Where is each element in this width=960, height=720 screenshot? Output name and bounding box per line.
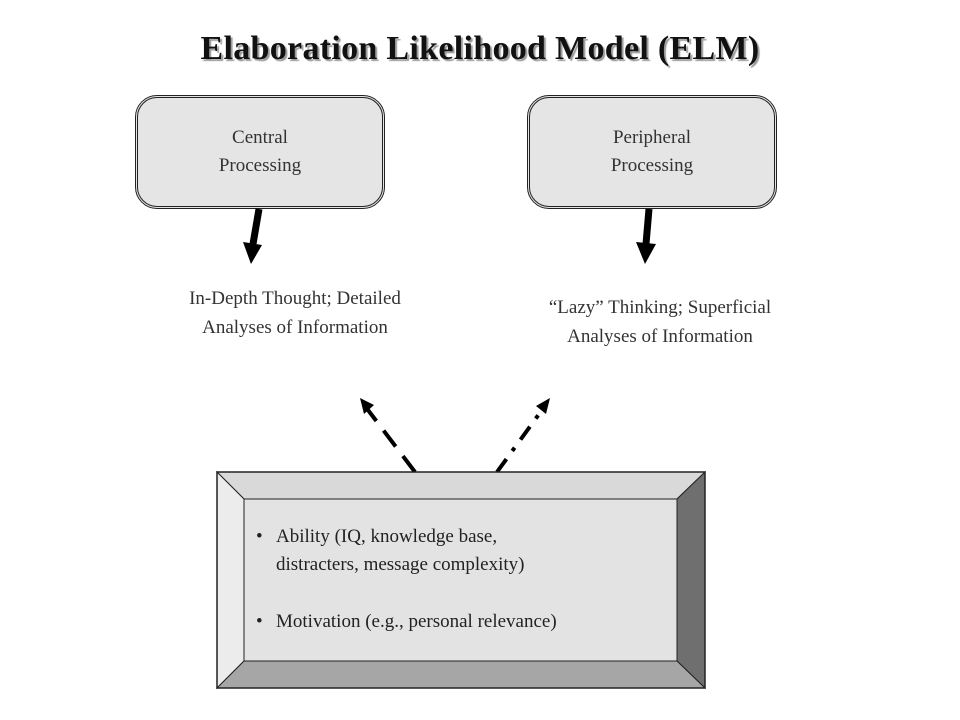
ability-line2: distracters, message complexity)	[276, 554, 525, 575]
peripheral-processing-line2: Processing	[610, 155, 694, 176]
factors-panel: • Ability (IQ, knowledge base, distracte…	[244, 499, 676, 661]
central-result-line2: Analyses of Information	[202, 317, 388, 338]
central-arrow	[243, 208, 263, 264]
motivation-bullet: •	[256, 611, 263, 632]
peripheral-result-line2: Analyses of Information	[567, 326, 753, 347]
central-processing-line1: Central	[232, 127, 288, 148]
factors-frame	[215, 470, 707, 690]
peripheral-processing-box: Peripheral Processing	[527, 95, 777, 209]
peripheral-processing-line1: Peripheral	[612, 127, 692, 148]
ability-line1: Ability (IQ, knowledge base,	[276, 526, 498, 547]
peripheral-arrow	[636, 208, 656, 264]
central-result-line1: In-Depth Thought; Detailed	[189, 288, 401, 309]
peripheral-result-text: “Lazy” Thinking; Superficial Analyses of…	[500, 293, 820, 351]
dashed-arrow-to-central	[360, 398, 417, 474]
ability-bullet: •	[256, 526, 263, 547]
motivation-line: Motivation (e.g., personal relevance)	[276, 611, 557, 632]
central-processing-box: Central Processing	[135, 95, 385, 209]
central-result-text: In-Depth Thought; Detailed Analyses of I…	[140, 284, 450, 342]
dashed-arrow-to-peripheral	[495, 398, 550, 474]
central-processing-line2: Processing	[218, 155, 302, 176]
diagram-title: Elaboration Likelihood Model (ELM)	[200, 30, 760, 67]
peripheral-result-line1: “Lazy” Thinking; Superficial	[548, 297, 772, 318]
